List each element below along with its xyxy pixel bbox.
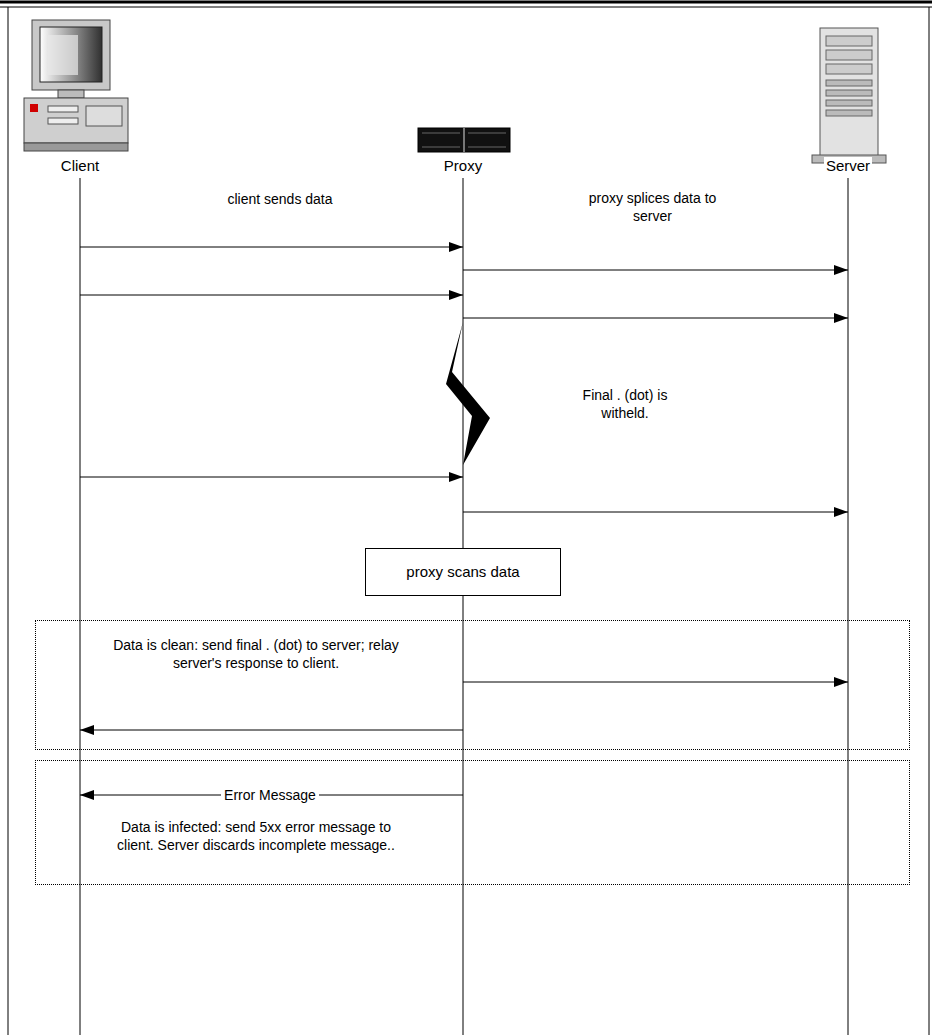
note-label: client sends data [170,191,390,209]
client-lifeline [80,178,81,1035]
process-box: proxy scans data [365,548,561,596]
note-label: Final . (dot) is witheld. [565,387,685,422]
node-text: Proxy [442,157,484,176]
frame-left [8,7,9,1035]
computer-icon [24,20,128,151]
message-arrow [80,247,463,248]
node-text: Server [824,157,872,176]
note-label: proxy splices data to server [570,190,735,225]
message-arrow [80,477,463,478]
message-arrow [463,512,848,513]
frame-top-inner [0,7,932,8]
outcome-region: Data is clean: send final . (dot) to ser… [35,620,910,750]
message-arrow [463,318,848,319]
outcome-region: Data is infected: send 5xx error message… [35,760,910,885]
actor-label: Client [59,157,101,176]
message-arrow [80,730,463,731]
node-text: Data is clean: send final . (dot) to ser… [111,637,401,672]
actor-label: Server [824,157,872,176]
message-arrow [463,682,848,683]
server-icon [812,28,886,163]
node-text: Client [59,157,101,176]
node-text: proxy scans data [398,563,527,582]
message-arrow [463,270,848,271]
frame-right [929,7,930,1035]
actor-label: Proxy [442,157,484,176]
lightning-bolt [446,322,490,465]
proxy-lifeline [463,178,464,1035]
frame-top [0,1,932,4]
server-lifeline [848,178,849,1035]
message-arrow [80,295,463,296]
edge-label: Error Message [221,787,319,804]
node-text: Data is infected: send 5xx error message… [111,819,401,854]
proxy-appliance-icon [418,128,510,152]
